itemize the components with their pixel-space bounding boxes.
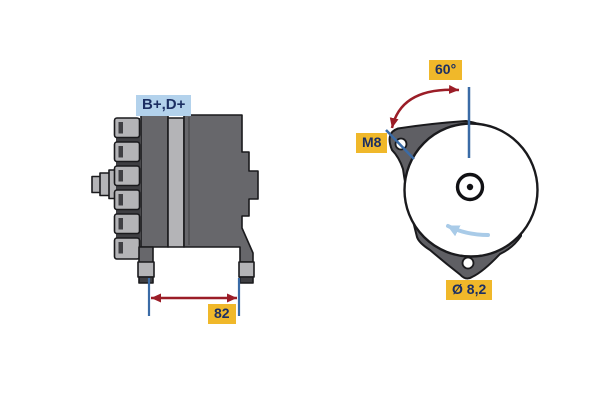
pulley-hub-center [466,183,474,191]
drive-shaft [91,169,118,200]
mounting-foot-left [137,246,155,284]
angle-arc-arrow [389,84,460,129]
front-view [385,84,539,280]
cooling-ribs [113,117,141,260]
stator-band [167,117,185,248]
width-dimension-label: 82 [208,304,236,324]
mounting-foot-right [238,261,255,284]
thread-axis-line [385,129,415,160]
rear-housing [140,114,169,248]
mounting-hole-bottom [461,256,475,270]
thread-label: M8 [356,133,388,153]
rotation-direction-arrow [446,224,490,237]
terminal-label: B+,D+ [136,95,192,116]
front-housing [183,114,259,263]
angle-label: 60° [429,60,463,80]
side-view [91,114,259,316]
hole-diameter-label: Ø 8,2 [446,280,493,300]
